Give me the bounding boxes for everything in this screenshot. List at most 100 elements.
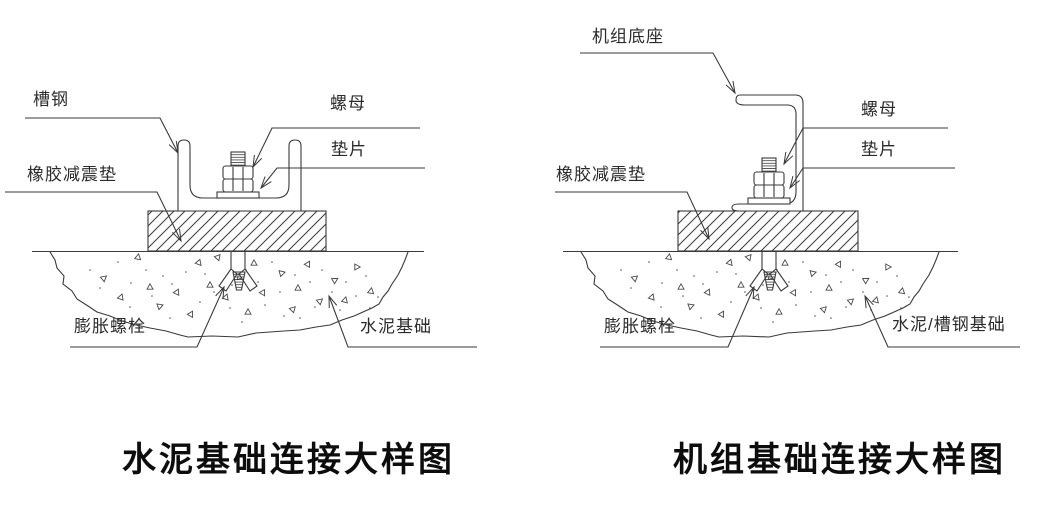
leader-nut bbox=[252, 127, 420, 169]
stipple-dot bbox=[321, 269, 323, 271]
stipple-dot bbox=[377, 296, 379, 298]
stipple-dot bbox=[185, 271, 187, 273]
stipple-dot bbox=[700, 317, 702, 319]
expansion-anchor bbox=[749, 250, 789, 292]
stipple-triangle bbox=[819, 306, 827, 314]
stipple-triangle bbox=[194, 258, 202, 267]
stipple-dot bbox=[151, 295, 153, 297]
bolt-assembly bbox=[747, 157, 791, 205]
stipple-dot bbox=[369, 307, 371, 309]
stipple-dot bbox=[117, 261, 119, 263]
stipple-dot bbox=[862, 291, 864, 293]
stipple-triangle bbox=[647, 293, 655, 301]
stipple-dot bbox=[355, 295, 357, 297]
stipple-dot bbox=[279, 291, 281, 293]
stipple-dot bbox=[145, 269, 147, 271]
stipple-triangle bbox=[340, 296, 348, 304]
label-expansion-bolt: 膨胀螺栓 bbox=[74, 317, 146, 336]
stipple-dot bbox=[257, 281, 259, 283]
stipple-triangle bbox=[146, 282, 154, 290]
stipple-triangle bbox=[366, 286, 375, 295]
stipple-dot bbox=[620, 269, 622, 271]
label-foundation: 水泥/槽钢基础 bbox=[892, 315, 1006, 334]
stipple-triangle bbox=[834, 260, 842, 269]
right-diagram-title: 机组基础连接大样图 bbox=[673, 441, 1006, 479]
rubber-pad bbox=[147, 210, 327, 252]
stipple-triangle bbox=[664, 252, 673, 261]
stipple-dot bbox=[630, 287, 632, 289]
stipple-dot bbox=[730, 301, 732, 303]
label-nut: 螺母 bbox=[330, 94, 366, 113]
stipple-triangle bbox=[213, 253, 221, 262]
stipple-dot bbox=[660, 306, 662, 308]
stipple-triangle bbox=[725, 258, 733, 267]
stipple-triangle bbox=[897, 286, 906, 295]
stipple-dot bbox=[241, 321, 243, 323]
stipple-triangle bbox=[781, 258, 789, 266]
stipple-dot bbox=[760, 307, 762, 309]
right-diagram bbox=[555, 52, 1020, 348]
stipple-dot bbox=[744, 291, 746, 293]
stipple-dot bbox=[814, 315, 816, 317]
concrete-stipple bbox=[620, 252, 910, 323]
stipple-dot bbox=[299, 317, 301, 319]
stipple-dot bbox=[716, 271, 718, 273]
stipple-dot bbox=[802, 261, 804, 263]
stipple-triangle bbox=[258, 288, 266, 297]
stipple-triangle bbox=[156, 303, 164, 311]
label-rubber-pad: 橡胶减震垫 bbox=[556, 165, 646, 184]
stipple-triangle bbox=[630, 275, 639, 283]
stipple-triangle bbox=[703, 288, 711, 296]
stipple-dot bbox=[896, 275, 898, 277]
leader-nut bbox=[783, 127, 948, 166]
label-foundation: 水泥基础 bbox=[360, 317, 432, 336]
stipple-triangle bbox=[737, 280, 745, 288]
stipple-triangle bbox=[133, 252, 142, 261]
stipple-dot bbox=[309, 281, 311, 283]
stipple-triangle bbox=[330, 277, 339, 285]
stipple-triangle bbox=[789, 288, 797, 297]
stipple-dot bbox=[162, 275, 164, 277]
stipple-dot bbox=[661, 282, 663, 284]
stipple-triangle bbox=[752, 293, 760, 301]
stipple-triangle bbox=[186, 310, 194, 319]
leader-rubber-pad bbox=[5, 191, 182, 243]
stipple-dot bbox=[130, 282, 132, 284]
stipple-dot bbox=[795, 304, 797, 306]
stipple-triangle bbox=[116, 293, 124, 301]
stipple-dot bbox=[204, 273, 206, 275]
stipple-dot bbox=[876, 281, 878, 283]
stipple-dot bbox=[900, 307, 902, 309]
stipple-dot bbox=[648, 261, 650, 263]
leader-foundation bbox=[864, 294, 1020, 348]
stipple-dot bbox=[886, 295, 888, 297]
stipple-triangle bbox=[99, 275, 108, 283]
stipple-triangle bbox=[825, 283, 833, 291]
stipple-triangle bbox=[244, 307, 252, 315]
label-channel-steel: 槽钢 bbox=[33, 90, 69, 109]
stipple-dot bbox=[199, 301, 201, 303]
stipple-triangle bbox=[294, 283, 302, 291]
stipple-triangle bbox=[354, 263, 362, 271]
stipple-dot bbox=[682, 295, 684, 297]
stipple-dot bbox=[169, 317, 171, 319]
expansion-anchor bbox=[218, 250, 258, 292]
channel-steel-shape bbox=[177, 139, 302, 212]
stipple-dot bbox=[89, 269, 91, 271]
stipple-dot bbox=[331, 291, 333, 293]
stipple-dot bbox=[788, 281, 790, 283]
leader-washer bbox=[789, 167, 955, 190]
stipple-dot bbox=[213, 291, 215, 293]
stipple-triangle bbox=[677, 282, 685, 290]
stipple-triangle bbox=[250, 258, 258, 266]
stipple-dot bbox=[735, 273, 737, 275]
stipple-triangle bbox=[744, 253, 752, 262]
label-unit-base: 机组底座 bbox=[592, 27, 664, 46]
stipple-dot bbox=[840, 281, 842, 283]
stipple-triangle bbox=[206, 280, 214, 288]
label-nut: 螺母 bbox=[861, 100, 897, 119]
stipple-dot bbox=[825, 274, 827, 276]
stipple-triangle bbox=[315, 298, 324, 306]
